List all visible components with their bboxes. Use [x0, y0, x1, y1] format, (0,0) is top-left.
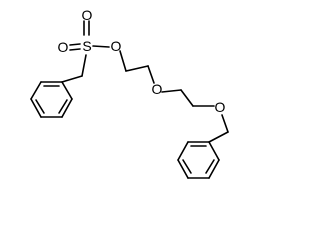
bond	[221, 114, 229, 133]
bond	[119, 50, 127, 72]
bond	[125, 65, 149, 72]
bond	[205, 159, 215, 174]
bond	[35, 99, 45, 114]
ether-oxygen-middle-label: O	[152, 81, 163, 97]
ether-oxygen-right-label: O	[215, 99, 226, 115]
bond	[61, 75, 83, 83]
bond	[69, 48, 81, 51]
bond	[208, 141, 220, 161]
bond	[30, 81, 42, 100]
bond	[147, 65, 155, 84]
bond	[61, 81, 73, 100]
bond	[182, 159, 192, 174]
bond	[92, 45, 110, 48]
sulfonyl-oxygen-bottom-label: O	[82, 7, 93, 23]
bond	[161, 89, 182, 93]
bond-lines	[30, 20, 229, 179]
atom-labels: O S O O O O	[58, 7, 226, 115]
bond	[61, 98, 73, 118]
bond	[177, 141, 189, 161]
bond	[30, 98, 42, 118]
sulfonyl-oxygen-left-label: O	[58, 39, 69, 55]
bond	[81, 54, 87, 77]
molecule-diagram: O S O O O O	[30, 7, 229, 179]
bond	[69, 43, 81, 46]
ester-oxygen-label: O	[111, 38, 122, 54]
bond	[58, 99, 68, 114]
bond	[177, 159, 189, 179]
bond	[208, 159, 220, 179]
bond	[208, 131, 229, 143]
sulfur-label: S	[82, 38, 91, 54]
bond	[180, 89, 194, 107]
